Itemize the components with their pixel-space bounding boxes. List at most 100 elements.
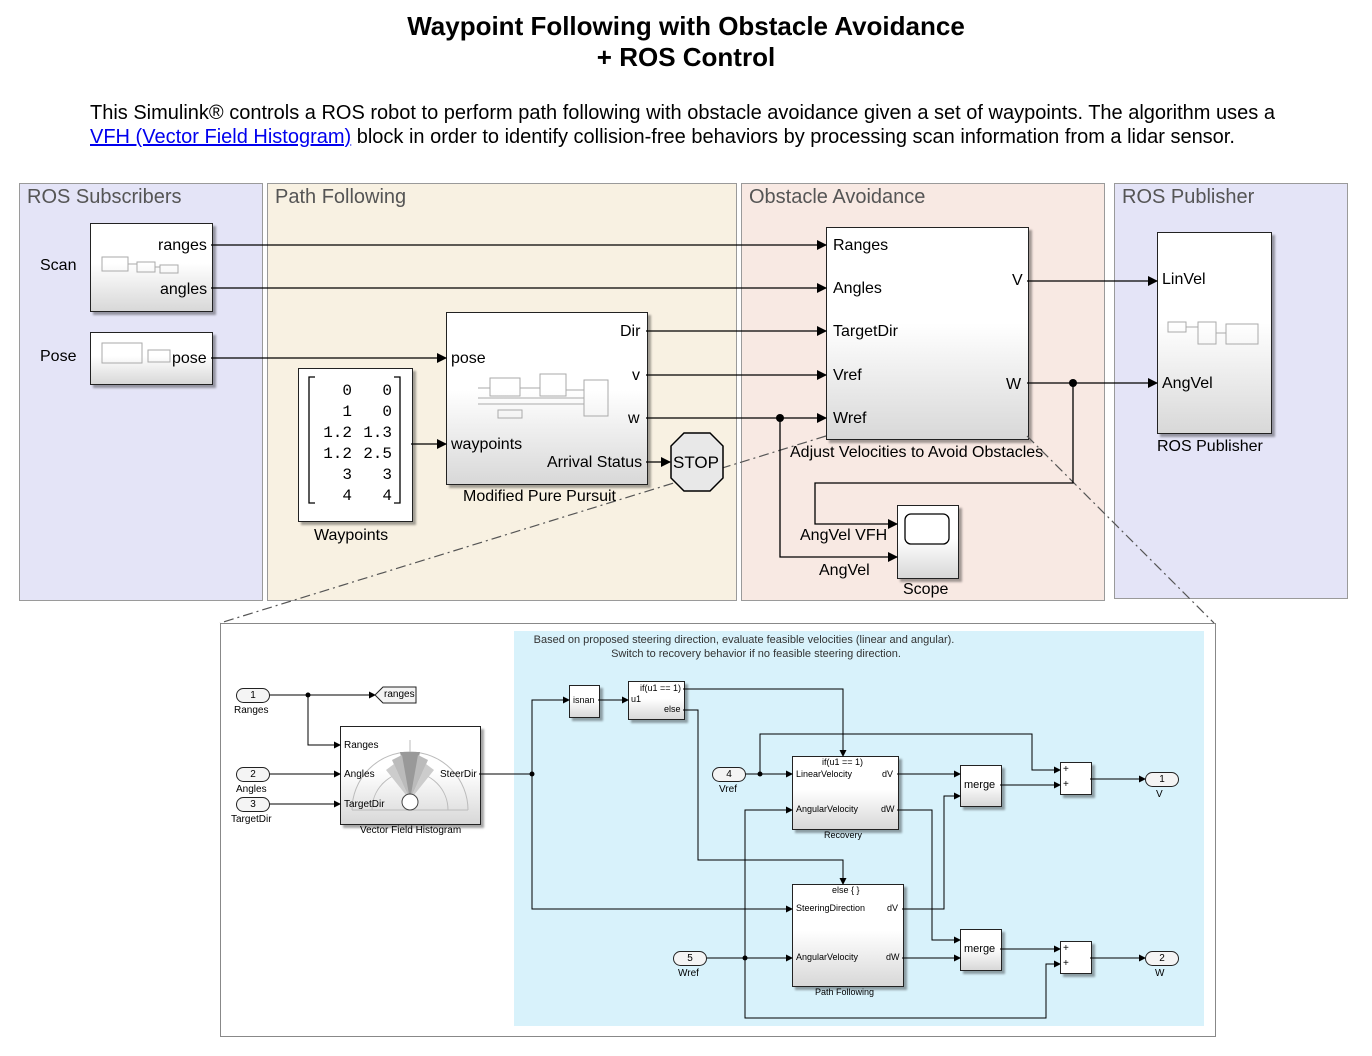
sub-wire-if-recovery: [683, 688, 847, 757]
sub-wire-wref-sum: [744, 958, 1061, 1019]
recovery-in-linvel: LinearVelocity: [796, 769, 853, 779]
pursuit-in-pose: pose: [451, 350, 486, 367]
ros-publisher-block[interactable]: [1157, 232, 1272, 434]
adjust-label: Adjust Velocities to Avoid Obstacles: [790, 444, 1044, 461]
pathfollow-in-steer: SteeringDirection: [796, 903, 866, 913]
annotation-line1: Based on proposed steering direction, ev…: [533, 634, 955, 646]
wire-angvel-vfh-scope: [814, 383, 1074, 529]
vfh-label: Vector Field Histogram: [360, 825, 462, 836]
sum-w-sign2: +: [1063, 958, 1069, 969]
inport-5-name: Wref: [678, 968, 699, 979]
adjust-out-v: V: [1012, 272, 1023, 289]
area-title-publisher: ROS Publisher: [1122, 186, 1255, 208]
inport-4[interactable]: 4: [712, 767, 746, 782]
vfh-link[interactable]: VFH (Vector Field Histogram): [90, 126, 352, 148]
pathfollow-in-angvel: AngularVelocity: [796, 952, 859, 962]
area-title-subscribers: ROS Subscribers: [27, 186, 182, 208]
wire-angvel-scope: [779, 418, 898, 562]
sub-wire-steer-isnan: [479, 696, 570, 775]
recovery-out-dw: dW: [881, 804, 895, 814]
scope-in-angvel-vfh: AngVel VFH: [800, 527, 888, 544]
publisher-in-angvel: AngVel: [1162, 375, 1213, 392]
merge-w-label: merge: [964, 943, 996, 955]
stop-sign: [670, 432, 724, 492]
waypoints-constant-block[interactable]: [298, 368, 413, 522]
inport-1[interactable]: 1: [236, 688, 270, 703]
adjust-in-vref: Vref: [833, 367, 862, 384]
sub-wire-recovery-dw: [897, 809, 961, 944]
stop-label: STOP: [673, 453, 719, 472]
outport-2[interactable]: 2: [1145, 951, 1179, 966]
pursuit-out-arrival: Arrival Status: [547, 454, 643, 471]
zoom-guide-right: [1026, 435, 1215, 624]
pursuit-out-v: v: [632, 367, 640, 384]
recovery-in-angvel: AngularVelocity: [796, 804, 859, 814]
pursuit-in-waypoints: waypoints: [451, 436, 523, 453]
merge-block-v[interactable]: [960, 765, 1002, 807]
matrix-brackets: [308, 376, 401, 504]
vfh-histogram-icon: [351, 740, 469, 811]
pathfollow-out-dv: dV: [887, 903, 899, 913]
adjust-velocities-block[interactable]: [826, 227, 1029, 440]
sub-wire-steer-pathfollow: [531, 774, 793, 913]
inport-1-name: Ranges: [234, 705, 269, 716]
branch-dot-w: [776, 414, 784, 422]
sum-w-sign1: +: [1063, 943, 1069, 954]
area-title-path-following: Path Following: [275, 186, 407, 208]
scope-screen-icon: [904, 513, 950, 545]
scan-port-angles: angles: [160, 281, 208, 298]
description: This Simulink® controls a ROS robot to p…: [90, 101, 1320, 149]
recovery-out-dv: dV: [882, 769, 894, 779]
outport-1[interactable]: 1: [1145, 772, 1179, 787]
adjust-in-ranges: Ranges: [833, 237, 889, 254]
page-title-line1: Waypoint Following with Obstacle Avoidan…: [407, 11, 965, 41]
inport-2-name: Angles: [236, 784, 267, 795]
pose-subscriber-block[interactable]: [90, 332, 213, 385]
sub-wire-pathfollow-dv: [902, 792, 961, 910]
page-title-line2: + ROS Control: [596, 42, 776, 72]
inport-3[interactable]: 3: [236, 797, 270, 812]
inport-5[interactable]: 5: [673, 951, 707, 966]
merge-block-w[interactable]: [960, 929, 1002, 971]
recovery-label: Recovery: [824, 830, 863, 840]
vfh-in-angles: Angles: [344, 769, 375, 780]
sub-wire-ranges-vfh: [307, 695, 341, 749]
if-input: u1: [631, 694, 642, 704]
merge-v-label: merge: [964, 779, 996, 791]
path-following-subsystem-block[interactable]: [792, 884, 904, 987]
if-cond: if(u1 == 1): [640, 683, 682, 693]
adjust-in-wref: Wref: [833, 410, 867, 427]
scope-in-angvel: AngVel: [819, 562, 870, 579]
sum-v-sign1: +: [1063, 764, 1069, 775]
inport-4-name: Vref: [719, 784, 737, 795]
scan-subscriber-block[interactable]: [90, 223, 213, 312]
adjust-in-targetdir: TargetDir: [833, 323, 898, 340]
zoom-guide-left: [219, 435, 827, 624]
adjust-in-angles: Angles: [833, 280, 882, 297]
pursuit-label: Modified Pure Pursuit: [463, 488, 616, 505]
area-title-obstacle: Obstacle Avoidance: [749, 186, 926, 208]
waypoints-label: Waypoints: [314, 527, 389, 544]
vfh-in-targetdir: TargetDir: [344, 799, 385, 810]
scan-block-label: Scan: [40, 257, 77, 274]
pathfollow-out-dw: dW: [886, 952, 900, 962]
outport-2-name: W: [1155, 968, 1165, 979]
scan-port-ranges: ranges: [158, 237, 207, 254]
recovery-header: if(u1 == 1): [822, 757, 864, 767]
if-block[interactable]: [628, 681, 685, 720]
inport-2[interactable]: 2: [236, 767, 270, 782]
sub-wire-wref-recovery: [744, 806, 793, 958]
pose-block-label: Pose: [40, 348, 77, 365]
goto-tag-shape: [374, 686, 417, 704]
sum-v-sign2: +: [1063, 779, 1069, 790]
if-else: else: [664, 704, 681, 714]
publisher-in-linvel: LinVel: [1162, 271, 1206, 288]
goto-tag-label: ranges: [384, 689, 415, 700]
description-text-before: This Simulink® controls a ROS robot to p…: [90, 102, 1275, 124]
pathfollow-header: else { }: [832, 885, 860, 895]
scope-label: Scope: [903, 581, 949, 598]
annotation-line2: Switch to recovery behavior if no feasib…: [611, 648, 901, 660]
branch-dot-angvel: [1069, 379, 1077, 387]
